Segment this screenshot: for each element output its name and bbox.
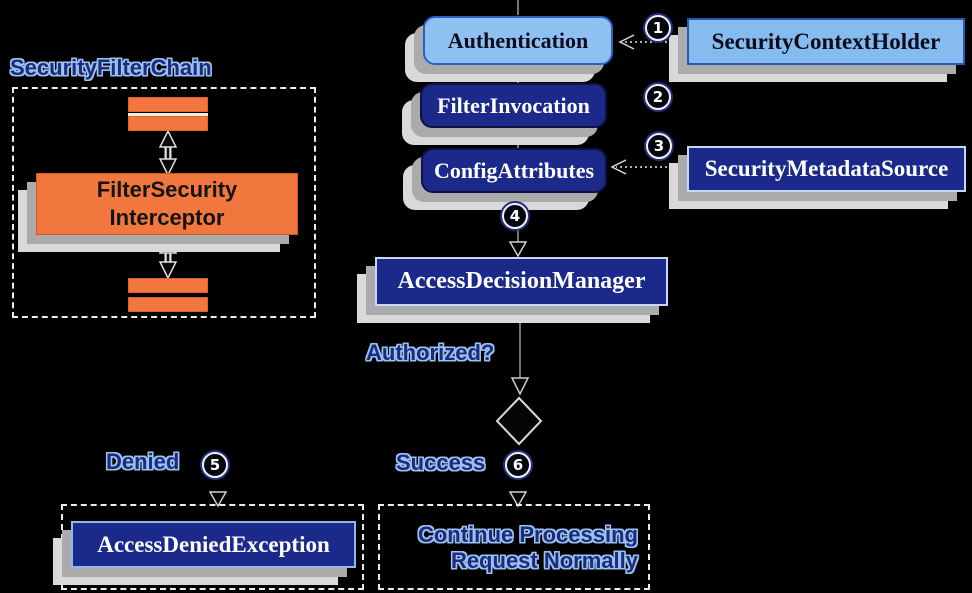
step-3-badge: 3 (646, 133, 672, 159)
filter-bar-top-2 (128, 116, 208, 131)
step-1-badge: 1 (645, 15, 671, 41)
access-denied-exception-box: AccessDeniedException (71, 521, 356, 568)
continue-line1: Continue Processing (417, 522, 638, 547)
denied-label: Denied (106, 449, 180, 474)
filter-invocation-box: FilterInvocation (420, 83, 607, 128)
decision-diamond (495, 396, 543, 446)
open-arrowhead-configattributes-icon (610, 159, 627, 175)
filter-security-interceptor-box: FilterSecurity Interceptor (36, 173, 298, 235)
step-2-badge: 2 (645, 84, 671, 110)
filter-bar-bottom-1 (128, 278, 208, 293)
access-decision-manager-box: AccessDecisionManager (375, 257, 668, 306)
filter-bar-divider (128, 112, 208, 116)
authorized-question-label: Authorized? (366, 340, 495, 365)
step-4-badge: 4 (502, 203, 528, 229)
config-attributes-box: ConfigAttributes (421, 148, 607, 193)
interceptor-line2: Interceptor (109, 205, 225, 230)
security-context-holder-box: SecurityContextHolder (687, 18, 965, 65)
arrowhead-into-diamond-icon (510, 377, 530, 396)
interceptor-line1: FilterSecurity (96, 177, 238, 202)
filter-bar-top-1 (128, 97, 208, 112)
step-6-badge: 6 (505, 452, 531, 478)
open-arrowhead-auth-icon (618, 34, 635, 50)
filter-security-interceptor-label: FilterSecurity Interceptor (97, 176, 238, 232)
continue-processing-label: Continue Processing Request Normally (378, 522, 638, 574)
security-metadata-source-box: SecurityMetadataSource (687, 146, 966, 192)
step-5-badge: 5 (202, 452, 228, 478)
success-label: Success (396, 450, 486, 475)
authentication-box: Authentication (423, 16, 613, 65)
continue-line2: Request Normally (450, 548, 638, 573)
security-filter-chain-title: SecurityFilterChain (10, 55, 212, 80)
security-filter-chain-frame (12, 87, 316, 318)
arrowhead-into-adm-icon (508, 241, 528, 258)
filter-bar-bottom-2 (128, 297, 208, 312)
